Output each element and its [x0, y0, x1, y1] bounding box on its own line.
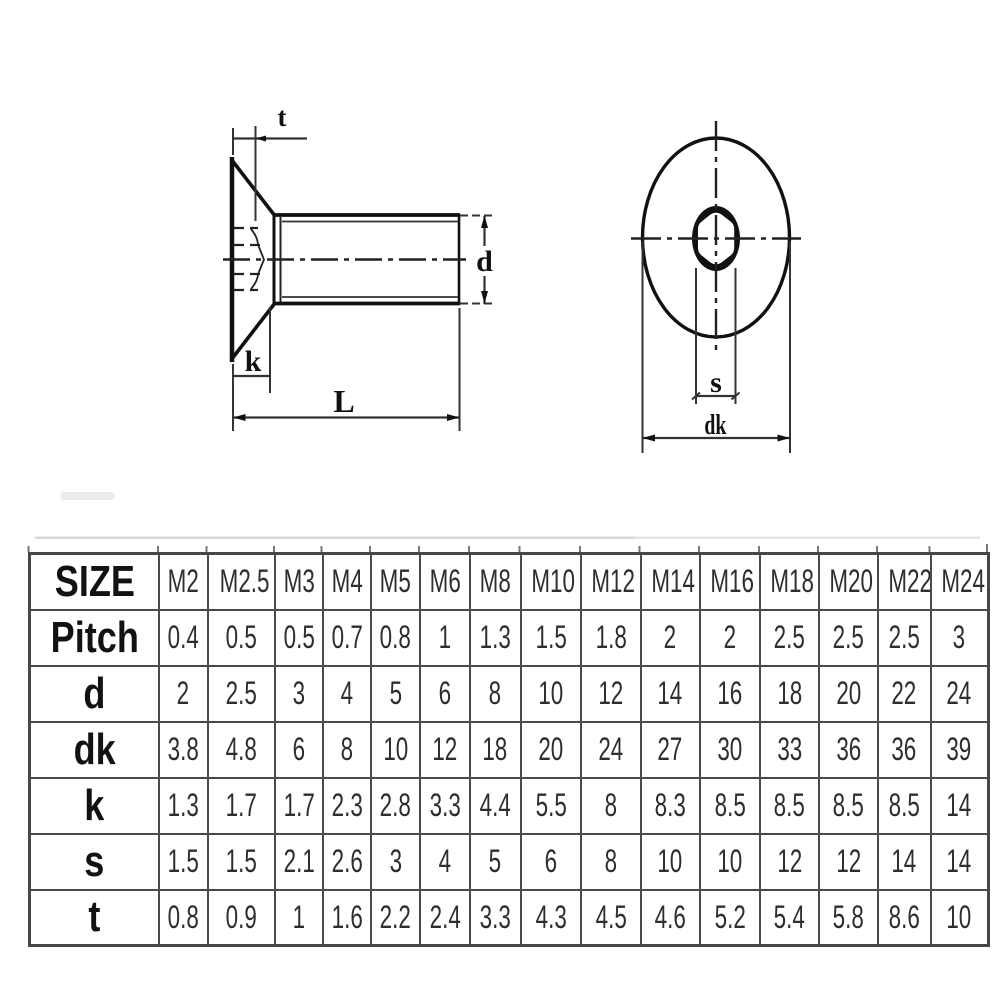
svg-text:t: t	[278, 102, 287, 132]
svg-text:s: s	[710, 366, 722, 399]
svg-text:k: k	[245, 345, 262, 378]
svg-text:d: d	[476, 245, 493, 278]
svg-text:dk: dk	[704, 409, 727, 441]
svg-text:L: L	[333, 383, 354, 419]
